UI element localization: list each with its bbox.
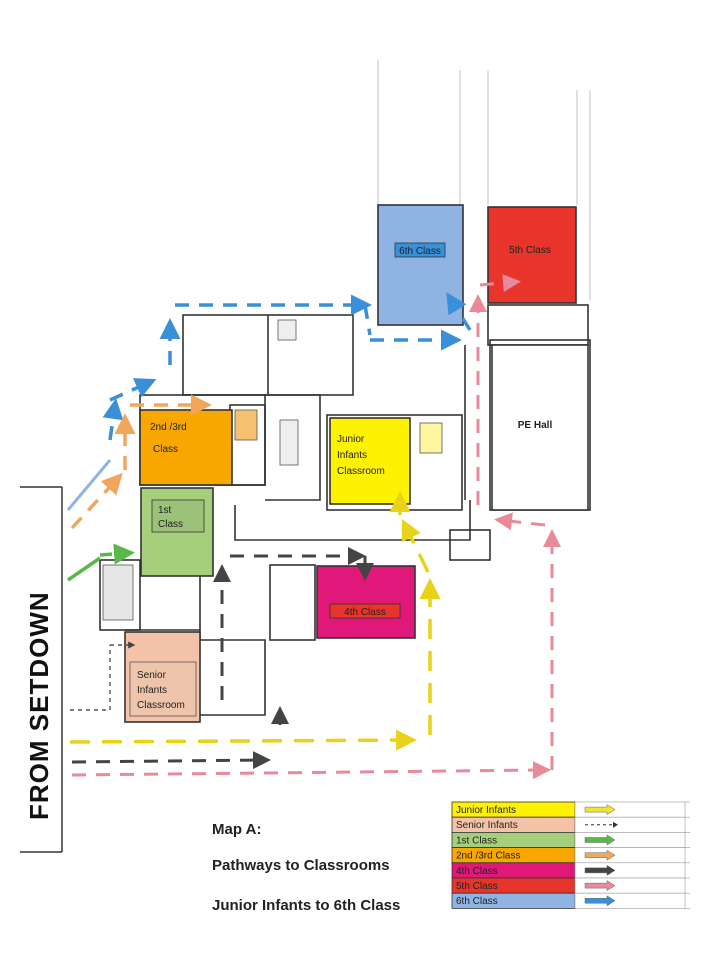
setdown-box: FROM SETDOWN xyxy=(20,486,63,853)
path-second-third-class xyxy=(70,394,212,530)
room-first-class: 1st Class xyxy=(140,487,214,577)
room-label-sixth: 6th Class xyxy=(399,246,441,257)
path-sixth-class xyxy=(102,292,472,441)
legend-row: 6th Class xyxy=(451,892,686,909)
room-second-third-class: 2nd /3rd Class xyxy=(139,409,233,486)
map-title-line1: Map A: xyxy=(212,821,261,838)
legend-label: 6th Class xyxy=(456,896,498,907)
room-label-junior-2: Infants xyxy=(337,450,367,461)
room-fifth-class: 5th Class xyxy=(487,206,577,304)
legend-label: 4th Class xyxy=(456,866,498,877)
legend-row: 2nd /3rd Class xyxy=(451,847,686,864)
path-fourth-class xyxy=(71,547,374,770)
room-label-first-2: Class xyxy=(158,519,183,530)
room-fourth-class: 4th Class xyxy=(316,565,416,639)
path-senior-infants xyxy=(70,641,136,711)
legend-label: Junior Infants xyxy=(456,805,516,816)
blue-arrow-icon xyxy=(584,895,616,907)
room-label-fifth: 5th Class xyxy=(509,245,551,256)
fixtures xyxy=(102,319,443,621)
room-label-senior-3: Classroom xyxy=(137,700,185,711)
corridor-lines xyxy=(377,60,591,300)
green-arrow-icon xyxy=(584,834,616,846)
legend-label: 2nd /3rd Class xyxy=(456,851,520,862)
room-sixth-class: 6th Class xyxy=(377,204,464,326)
room-label-senior-1: Senior xyxy=(137,670,167,681)
legend-row: Junior Infants xyxy=(451,801,686,818)
setdown-label: FROM SETDOWN xyxy=(24,591,54,820)
legend-label: 5th Class xyxy=(456,881,498,892)
room-label-second-third-2: Class xyxy=(153,444,178,455)
room-label-first-1: 1st xyxy=(158,505,172,516)
room-label-junior-3: Classroom xyxy=(337,466,385,477)
orange-arrow-icon xyxy=(584,849,616,861)
legend-row: 5th Class xyxy=(451,877,686,894)
black-arrow-icon xyxy=(584,864,616,876)
map-title-line2: Pathways to Classrooms xyxy=(212,857,390,874)
room-junior-infants: Junior Infants Classroom xyxy=(329,417,411,505)
path-sixth-entry xyxy=(66,459,112,511)
room-label-second-third-1: 2nd /3rd xyxy=(150,422,187,433)
map-title: Map A: Pathways to Classrooms Junior Inf… xyxy=(212,821,400,914)
legend-arrow-cell xyxy=(574,892,686,909)
dashed-arrow-icon xyxy=(585,821,618,828)
room-senior-infants: Senior Infants Classroom xyxy=(124,631,201,723)
legend-row: 1st Class xyxy=(451,832,686,849)
path-junior-infants xyxy=(69,491,441,751)
path-first-class xyxy=(67,543,135,582)
legend-row: Senior Infants xyxy=(451,816,686,833)
path-fifth-class xyxy=(71,274,561,780)
room-label-pe-hall: PE Hall xyxy=(518,420,553,431)
map-title-line3: Junior Infants to 6th Class xyxy=(212,897,400,914)
yellow-arrow-icon xyxy=(584,804,616,816)
room-label-senior-2: Infants xyxy=(137,685,167,696)
room-label-junior-1: Junior xyxy=(337,434,365,445)
room-label-fourth: 4th Class xyxy=(344,607,386,618)
room-pe-hall: PE Hall xyxy=(491,344,589,511)
legend-label: Senior Infants xyxy=(456,820,518,831)
legend-label: 1st Class xyxy=(456,835,497,846)
pink-arrow-icon xyxy=(584,880,616,892)
legend-row: 4th Class xyxy=(451,862,686,879)
